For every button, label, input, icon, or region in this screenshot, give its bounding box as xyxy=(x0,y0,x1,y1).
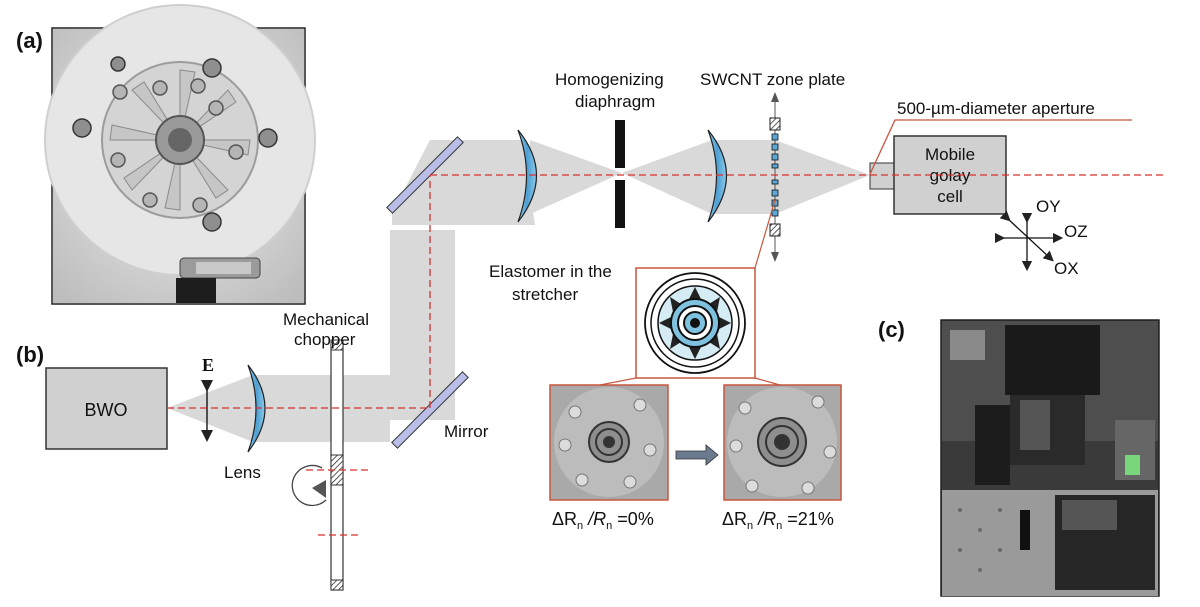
swcnt-zone-plate xyxy=(769,92,781,262)
axis-oy-label: OY xyxy=(1036,197,1061,216)
photo-stretcher xyxy=(44,4,316,305)
panel-label-b: (b) xyxy=(16,342,44,367)
chopper-label-line1: Mechanical xyxy=(283,310,369,329)
elastomer-label-line1: Elastomer in the xyxy=(489,262,612,281)
mirror-lower xyxy=(391,371,469,449)
mirror-upper xyxy=(386,136,464,214)
bwo-source: BWO xyxy=(45,367,168,450)
zone-plate-label: SWCNT zone plate xyxy=(700,70,845,89)
photo-setup xyxy=(940,319,1160,597)
elastomer-inset xyxy=(635,267,756,379)
polarization-e-field: E xyxy=(201,355,214,442)
panel-label-a: (a) xyxy=(16,28,43,53)
mirror-label: Mirror xyxy=(444,422,489,441)
mechanical-chopper xyxy=(291,339,344,591)
lens-3 xyxy=(707,129,727,223)
lens-2 xyxy=(517,129,537,223)
photo-strain-21 xyxy=(723,384,842,501)
axis-oz-label: OZ xyxy=(1064,222,1088,241)
golay-label-line3: cell xyxy=(937,187,963,206)
coordinate-axes xyxy=(994,210,1064,272)
stretch-arrow xyxy=(675,444,719,466)
lens-label: Lens xyxy=(224,463,261,482)
e-field-label: E xyxy=(202,355,214,375)
chopper-label-line2: chopper xyxy=(294,330,356,349)
elastomer-label-line2: stretcher xyxy=(512,285,578,304)
inset-leader xyxy=(754,199,776,269)
axis-ox-label: OX xyxy=(1054,259,1079,278)
inset-connector-left xyxy=(599,377,637,386)
homogenizing-diaphragm xyxy=(615,120,625,228)
panel-label-c: (c) xyxy=(878,317,905,342)
strain-label-0: ΔRn /Rn =0% xyxy=(552,509,654,532)
diaphragm-label-line2: diaphragm xyxy=(575,92,655,111)
photo-strain-0 xyxy=(549,384,669,501)
diaphragm-label-line1: Homogenizing xyxy=(555,70,664,89)
inset-connector-right xyxy=(754,377,781,386)
aperture-leader-line xyxy=(869,119,1132,175)
golay-label-line1: Mobile xyxy=(925,145,975,164)
bwo-label: BWO xyxy=(85,400,128,420)
optical-axis xyxy=(167,174,1166,536)
aperture-label: 500-µm-diameter aperture xyxy=(897,99,1095,118)
strain-label-21: ΔRn /Rn =21% xyxy=(722,509,834,532)
